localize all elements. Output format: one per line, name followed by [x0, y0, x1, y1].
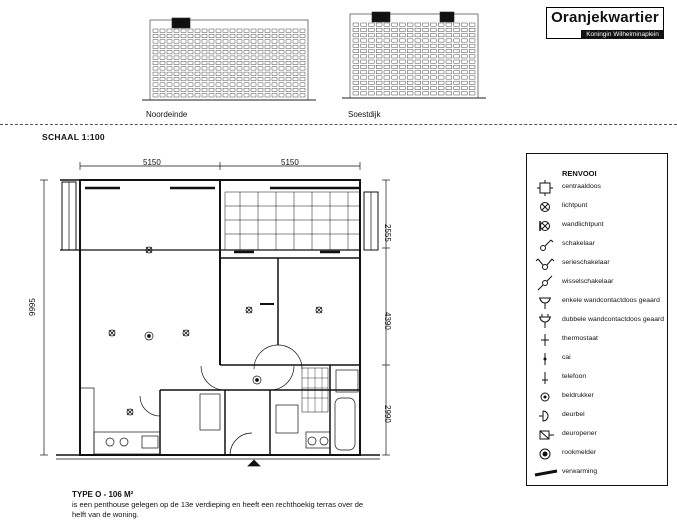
legend-item-label: wisselschakelaar: [562, 278, 614, 285]
legend-item-label: rookmelder: [562, 449, 596, 456]
legend-item-label: serieschakelaar: [562, 259, 610, 266]
dim-right-top: 2555: [383, 224, 392, 242]
dim-top-left: 5150: [143, 158, 161, 167]
double-socket-icon: [539, 314, 551, 328]
smoke-detector-icon: [539, 448, 551, 460]
dim-right-bottom: 2990: [383, 405, 392, 423]
brand-title: Oranjekwartier: [551, 9, 659, 26]
legend-item: serieschakelaar: [531, 256, 666, 272]
legend-box: [526, 153, 668, 486]
phone-outlet-icon: [542, 372, 548, 384]
legend-item-label: verwarming: [562, 468, 598, 475]
legend-item-label: beldrukker: [562, 392, 594, 399]
legend-item-label: deuropener: [562, 430, 597, 437]
two-way-switch-icon: [537, 275, 553, 291]
dim-right-mid: 4390: [383, 312, 392, 330]
legend-item: telefoon: [531, 370, 666, 386]
legend-item: deurbel: [531, 408, 666, 424]
scale-label: SCHAAL 1:100: [42, 132, 105, 142]
legend-item: rookmelder: [531, 446, 666, 462]
legend-item: verwarming: [531, 465, 666, 481]
legend-title: RENVOOI: [562, 169, 597, 178]
single-socket-icon: [539, 297, 551, 309]
legend-item: lichtpunt: [531, 199, 666, 215]
elevation-soestdijk: [342, 11, 486, 99]
legend-item-label: thermostaat: [562, 335, 598, 342]
legend-item: centraaldoos: [531, 180, 666, 196]
dim-left-height: 9995: [28, 298, 37, 316]
legend-item-label: telefoon: [562, 373, 587, 380]
legend-item-label: wandlichtpunt: [562, 221, 604, 228]
door-opener-icon: [539, 430, 554, 440]
cable-tv-icon: [543, 353, 547, 365]
thermostat-icon: [541, 334, 549, 346]
wall-light-icon: [539, 221, 550, 231]
legend-item: wisselschakelaar: [531, 275, 666, 291]
legend-item-label: dubbele wandcontactdoos geaard: [562, 316, 665, 323]
legend-item-label: centraaldoos: [562, 183, 601, 190]
dim-top-right: 5150: [281, 158, 299, 167]
legend-item: thermostaat: [531, 332, 666, 348]
elevation-label-noordeinde: Noordeinde: [146, 110, 188, 119]
legend-item: schakelaar: [531, 237, 666, 253]
legend-item: wandlichtpunt: [531, 218, 666, 234]
brand-subtitle: Koningin Wilhelminaplein: [581, 30, 664, 39]
legend-item: enkele wandcontactdoos geaard: [531, 294, 666, 310]
switch-icon: [540, 239, 554, 251]
floor-plan: [40, 162, 390, 467]
legend-item-label: lichtpunt: [562, 202, 588, 209]
series-switch-icon: [535, 258, 555, 270]
light-point-icon: [540, 202, 550, 212]
brand-logo: Oranjekwartier Koningin Wilhelminaplein: [546, 7, 664, 39]
legend-item-label: cai: [562, 354, 571, 361]
legend-item: deuropener: [531, 427, 666, 443]
section-divider: [0, 124, 677, 125]
doorbell-icon: [539, 410, 549, 422]
legend-item-label: deurbel: [562, 411, 585, 418]
legend-item-label: enkele wandcontactdoos geaard: [562, 297, 660, 304]
legend-item: cai: [531, 351, 666, 367]
type-title: TYPE O - 106 M²: [72, 490, 134, 499]
heating-icon: [534, 469, 558, 477]
type-description: is een penthouse gelegen op de 13e verdi…: [72, 500, 364, 519]
elevation-noordeinde: [142, 17, 316, 101]
elevation-label-soestdijk: Soestdijk: [348, 110, 381, 119]
legend-item: beldrukker: [531, 389, 666, 405]
junction-box-icon: [537, 180, 553, 196]
legend-item: dubbele wandcontactdoos geaard: [531, 313, 666, 329]
bell-push-icon: [540, 392, 550, 402]
legend-item-label: schakelaar: [562, 240, 595, 247]
